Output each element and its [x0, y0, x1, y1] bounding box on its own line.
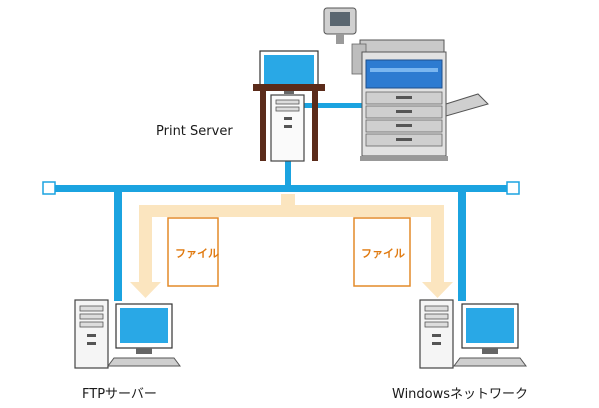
bus-terminator-left: [42, 181, 56, 195]
file-doc-right: ファイル: [353, 217, 411, 287]
data-flow: [130, 194, 453, 298]
file-doc-right-label: ファイル: [361, 247, 405, 260]
print-server-label: Print Server: [156, 124, 233, 139]
bus-terminator-right: [506, 181, 520, 195]
printer-icon: [323, 7, 489, 161]
flow-arrow-left: [130, 282, 161, 298]
ftp-server-icon: [74, 299, 181, 369]
ftp-server-label: FTPサーバー: [82, 387, 157, 402]
print-server-icon: [253, 50, 325, 162]
printer-cable: [304, 103, 366, 108]
file-doc-left: ファイル: [167, 217, 219, 287]
flow-arrow-right: [422, 282, 453, 298]
network-bus: [55, 185, 507, 192]
windows-pc-icon: [419, 299, 527, 369]
network-lines: [42, 103, 520, 301]
file-doc-left-label: ファイル: [175, 247, 219, 260]
windows-network-label: Windowsネットワーク: [392, 387, 529, 402]
